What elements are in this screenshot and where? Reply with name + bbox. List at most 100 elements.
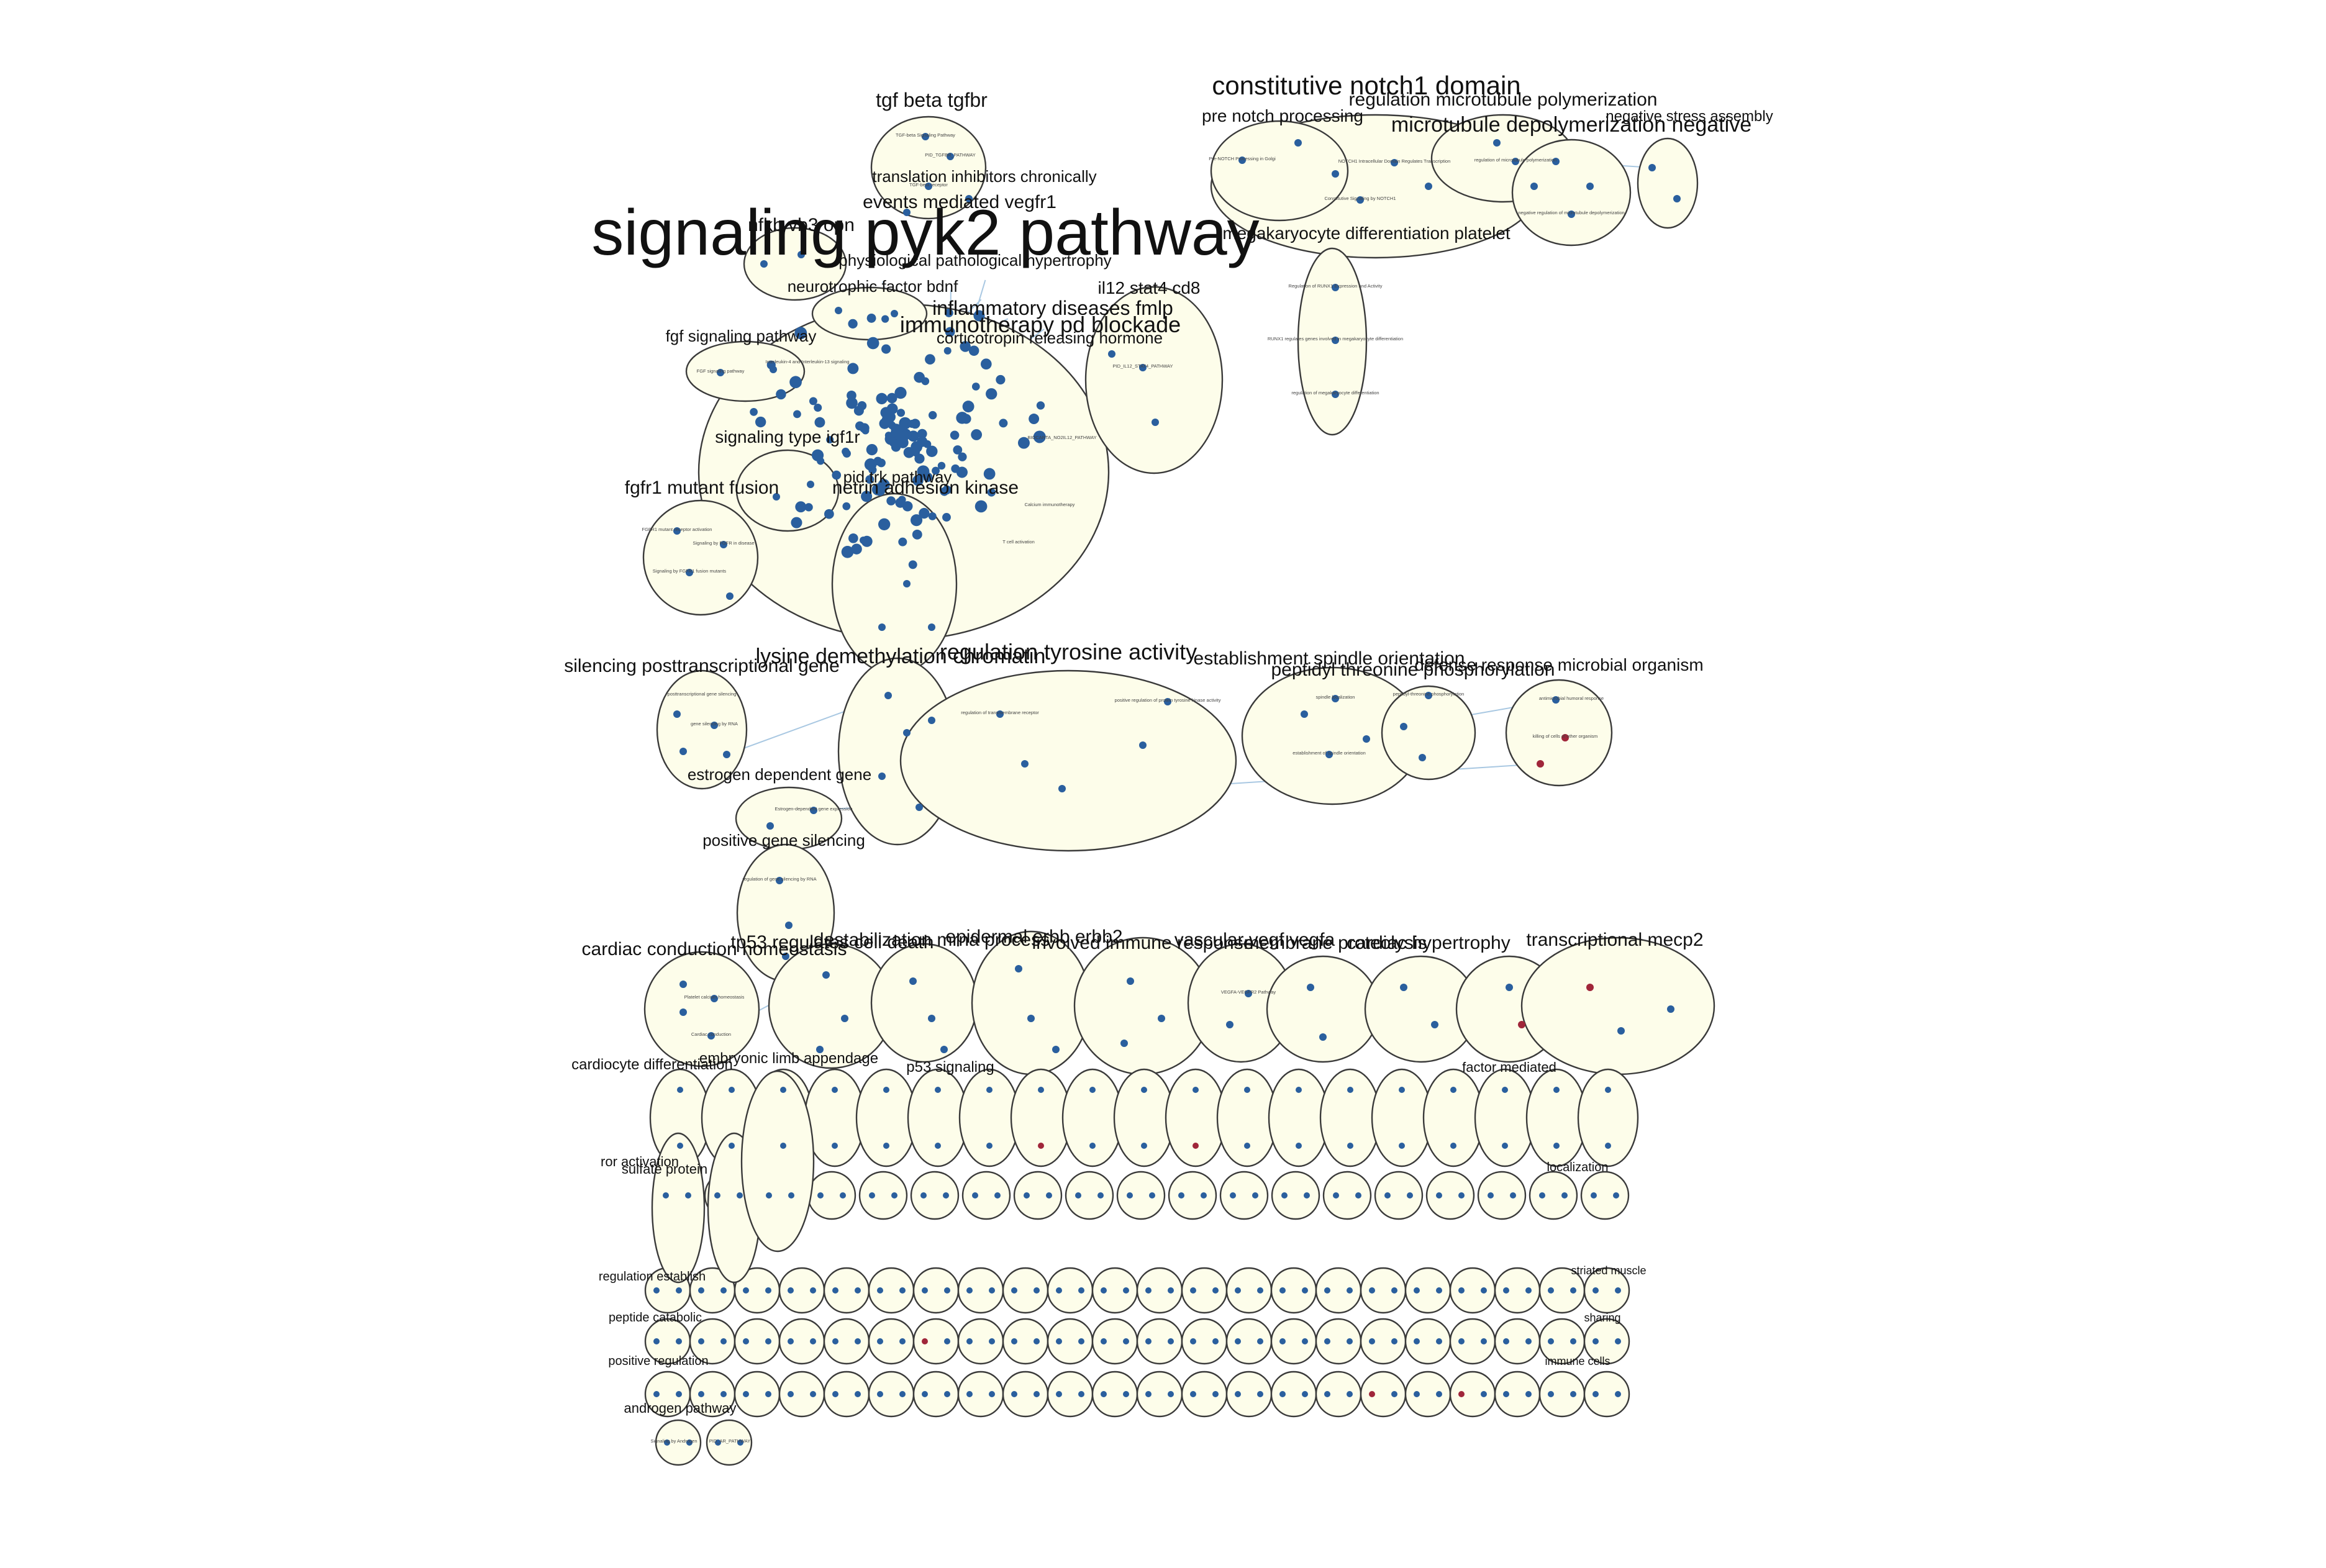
gene-set-node[interactable] — [788, 1391, 794, 1397]
small-cluster[interactable] — [1091, 1267, 1138, 1314]
gene-set-node[interactable] — [726, 592, 734, 600]
small-cluster[interactable] — [778, 1371, 825, 1418]
gene-set-node[interactable] — [1078, 1287, 1084, 1294]
gene-set-node[interactable] — [1355, 1192, 1361, 1199]
small-cluster[interactable] — [1374, 1171, 1424, 1220]
gene-set-node[interactable] — [1548, 1338, 1554, 1344]
gene-set-node[interactable] — [1279, 1391, 1286, 1397]
gene-set-node[interactable] — [1548, 1391, 1554, 1397]
small-cluster[interactable] — [1268, 1068, 1330, 1167]
gene-set-node[interactable] — [835, 307, 842, 314]
gene-set-node[interactable] — [717, 369, 724, 376]
small-cluster[interactable] — [1449, 1267, 1496, 1314]
cluster-fgfr1[interactable] — [642, 499, 759, 616]
small-cluster[interactable] — [957, 1318, 1004, 1365]
gene-set-node[interactable] — [1252, 1192, 1258, 1199]
small-cluster[interactable] — [1165, 1068, 1227, 1167]
small-cluster[interactable] — [1315, 1371, 1362, 1418]
small-cluster[interactable] — [1474, 1068, 1536, 1167]
small-cluster[interactable] — [1047, 1267, 1094, 1314]
gene-set-node[interactable] — [707, 1032, 715, 1040]
gene-set-node[interactable] — [1038, 1143, 1044, 1149]
gene-set-node[interactable] — [1245, 990, 1252, 997]
small-cluster[interactable] — [1270, 1371, 1317, 1418]
gene-set-node[interactable] — [958, 452, 967, 461]
gene-set-node[interactable] — [676, 1338, 682, 1344]
gene-set-node[interactable] — [1414, 1391, 1420, 1397]
gene-set-node[interactable] — [1279, 1287, 1286, 1294]
gene-set-node[interactable] — [1502, 1087, 1508, 1093]
small-cluster[interactable] — [1065, 1171, 1114, 1220]
gene-set-node[interactable] — [1347, 1087, 1353, 1093]
gene-set-node[interactable] — [1056, 1391, 1062, 1397]
small-cluster[interactable] — [778, 1267, 825, 1314]
gene-set-node[interactable] — [1302, 1391, 1308, 1397]
small-cluster[interactable] — [957, 1267, 1004, 1314]
small-cluster[interactable] — [1225, 1371, 1273, 1418]
gene-set-node[interactable] — [1075, 1192, 1081, 1199]
gene-set-node[interactable] — [900, 430, 909, 439]
gene-set-node[interactable] — [1046, 1192, 1052, 1199]
small-cluster[interactable] — [1404, 1371, 1451, 1418]
gene-set-node[interactable] — [1450, 1143, 1456, 1149]
gene-set-node[interactable] — [795, 501, 807, 513]
small-cluster[interactable] — [1270, 1318, 1317, 1365]
gene-set-node[interactable] — [1015, 965, 1022, 972]
gene-set-node[interactable] — [1168, 1338, 1174, 1344]
gene-set-node[interactable] — [884, 692, 892, 699]
gene-set-node[interactable] — [1673, 195, 1681, 202]
gene-set-node[interactable] — [1615, 1338, 1621, 1344]
small-cluster[interactable] — [907, 1068, 969, 1167]
gene-set-node[interactable] — [971, 429, 983, 440]
gene-set-node[interactable] — [996, 710, 1004, 718]
gene-set-node[interactable] — [653, 1391, 660, 1397]
gene-set-node[interactable] — [1056, 1287, 1062, 1294]
small-cluster[interactable] — [1002, 1267, 1049, 1314]
gene-set-node[interactable] — [1078, 1338, 1084, 1344]
gene-set-node[interactable] — [1296, 1087, 1302, 1093]
gene-set-node[interactable] — [1391, 159, 1398, 166]
small-cluster[interactable] — [961, 1171, 1011, 1220]
gene-set-node[interactable] — [832, 470, 842, 480]
gene-set-node[interactable] — [673, 710, 681, 718]
small-cluster[interactable] — [958, 1068, 1020, 1167]
small-cluster[interactable] — [1360, 1267, 1407, 1314]
gene-set-node[interactable] — [886, 392, 897, 404]
gene-set-node[interactable] — [1302, 1287, 1308, 1294]
gene-set-node[interactable] — [1333, 1192, 1339, 1199]
gene-set-node[interactable] — [698, 1287, 704, 1294]
gene-set-node[interactable] — [896, 409, 906, 417]
gene-set-node[interactable] — [765, 1287, 771, 1294]
cluster-tyrosine[interactable] — [899, 669, 1237, 852]
small-cluster[interactable] — [1315, 1267, 1362, 1314]
gene-set-node[interactable] — [917, 428, 927, 439]
gene-set-node[interactable] — [1510, 1192, 1516, 1199]
gene-set-node[interactable] — [1193, 1143, 1199, 1149]
small-cluster[interactable] — [1583, 1267, 1630, 1314]
gene-set-node[interactable] — [1212, 1338, 1219, 1344]
gene-set-node[interactable] — [999, 419, 1008, 428]
gene-set-node[interactable] — [711, 995, 718, 1002]
small-cluster[interactable] — [1404, 1267, 1451, 1314]
small-cluster[interactable] — [1371, 1068, 1433, 1167]
gene-set-node[interactable] — [1525, 1287, 1532, 1294]
gene-set-node[interactable] — [1425, 183, 1432, 190]
gene-set-node[interactable] — [1101, 1391, 1107, 1397]
gene-set-node[interactable] — [899, 1338, 906, 1344]
cluster-mecp2[interactable] — [1520, 936, 1715, 1076]
cluster-silencing[interactable] — [656, 669, 748, 790]
small-cluster[interactable] — [1494, 1371, 1541, 1418]
gene-set-node[interactable] — [1436, 1391, 1442, 1397]
gene-set-node[interactable] — [720, 1338, 727, 1344]
gene-set-node[interactable] — [926, 445, 938, 457]
gene-set-node[interactable] — [878, 773, 886, 780]
gene-set-node[interactable] — [807, 481, 814, 488]
gene-set-node[interactable] — [1325, 751, 1333, 758]
small-cluster[interactable] — [1136, 1371, 1183, 1418]
gene-set-node[interactable] — [766, 1192, 772, 1199]
gene-set-node[interactable] — [928, 623, 935, 631]
gene-set-node[interactable] — [1493, 139, 1501, 147]
gene-set-node[interactable] — [968, 345, 979, 356]
gene-set-node[interactable] — [922, 1287, 928, 1294]
small-cluster[interactable] — [1477, 1171, 1527, 1220]
